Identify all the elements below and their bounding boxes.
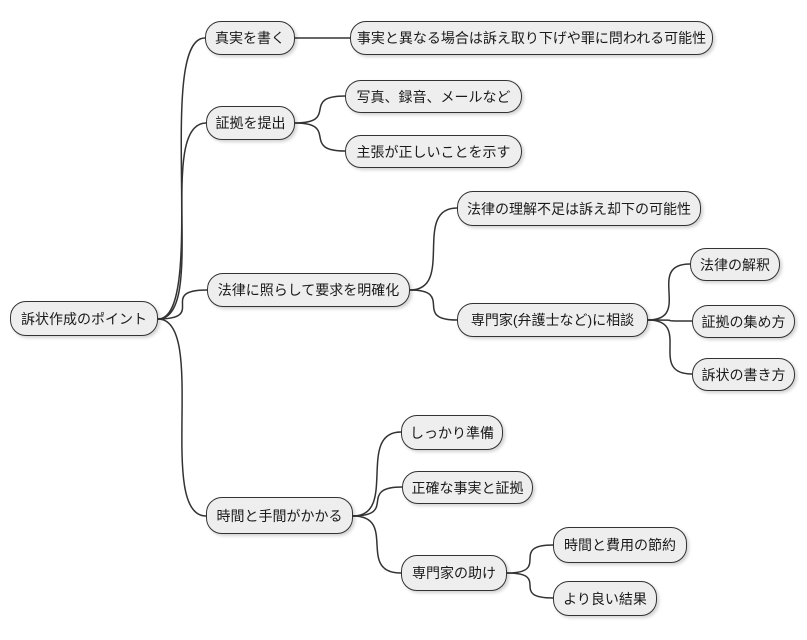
edge-submit-evidence-prove-claim — [294, 122, 346, 152]
edge-expert-help-save-time-cost — [506, 544, 554, 574]
node-takes-time: 時間と手間がかかる — [206, 497, 353, 534]
edge-clarify-demand-consult-expert — [409, 289, 458, 321]
edge-root-takes-time — [157, 318, 207, 517]
node-save-time-cost: 時間と費用の節約 — [553, 527, 687, 563]
node-evidence-gathering: 証拠の集め方 — [692, 305, 795, 338]
edge-consult-expert-evidence-gathering — [647, 319, 693, 322]
node-prove-claim: 主張が正しいことを示す — [345, 135, 522, 168]
edge-root-write-truth — [157, 37, 206, 320]
edge-consult-expert-law-interpretation — [647, 263, 691, 321]
node-false-facts-risk: 事実と異なる場合は訴え取り下げや罪に問われる可能性 — [350, 21, 713, 55]
edge-takes-time-expert-help — [352, 515, 402, 574]
edge-submit-evidence-evidence-examples — [294, 95, 346, 124]
node-clarify-demand: 法律に照らして要求を明確化 — [207, 273, 410, 307]
node-root: 訴状作成のポイント — [10, 301, 158, 336]
node-dismissal-risk: 法律の理解不足は訴え却下の可能性 — [457, 191, 701, 226]
edge-expert-help-better-results — [506, 572, 554, 599]
edge-takes-time-accurate-facts — [352, 486, 403, 517]
edge-takes-time-prepare-well — [352, 431, 402, 517]
node-submit-evidence: 証拠を提出 — [206, 106, 295, 140]
node-accurate-facts: 正確な事実と証拠 — [402, 471, 533, 504]
node-better-results: より良い結果 — [553, 581, 657, 616]
edge-clarify-demand-dismissal-risk — [409, 207, 458, 291]
node-evidence-examples: 写真、録音、メールなど — [345, 80, 522, 113]
node-expert-help: 専門家の助け — [401, 555, 507, 591]
node-law-interpretation: 法律の解釈 — [690, 248, 780, 281]
node-consult-expert: 専門家(弁護士など)に相談 — [457, 303, 648, 337]
edge-root-submit-evidence — [157, 122, 207, 320]
edge-consult-expert-complaint-writing — [647, 319, 693, 375]
node-write-truth: 真実を書く — [205, 21, 295, 55]
edge-root-clarify-demand — [157, 289, 208, 320]
node-complaint-writing: 訴状の書き方 — [692, 358, 795, 391]
node-prepare-well: しっかり準備 — [401, 415, 503, 450]
